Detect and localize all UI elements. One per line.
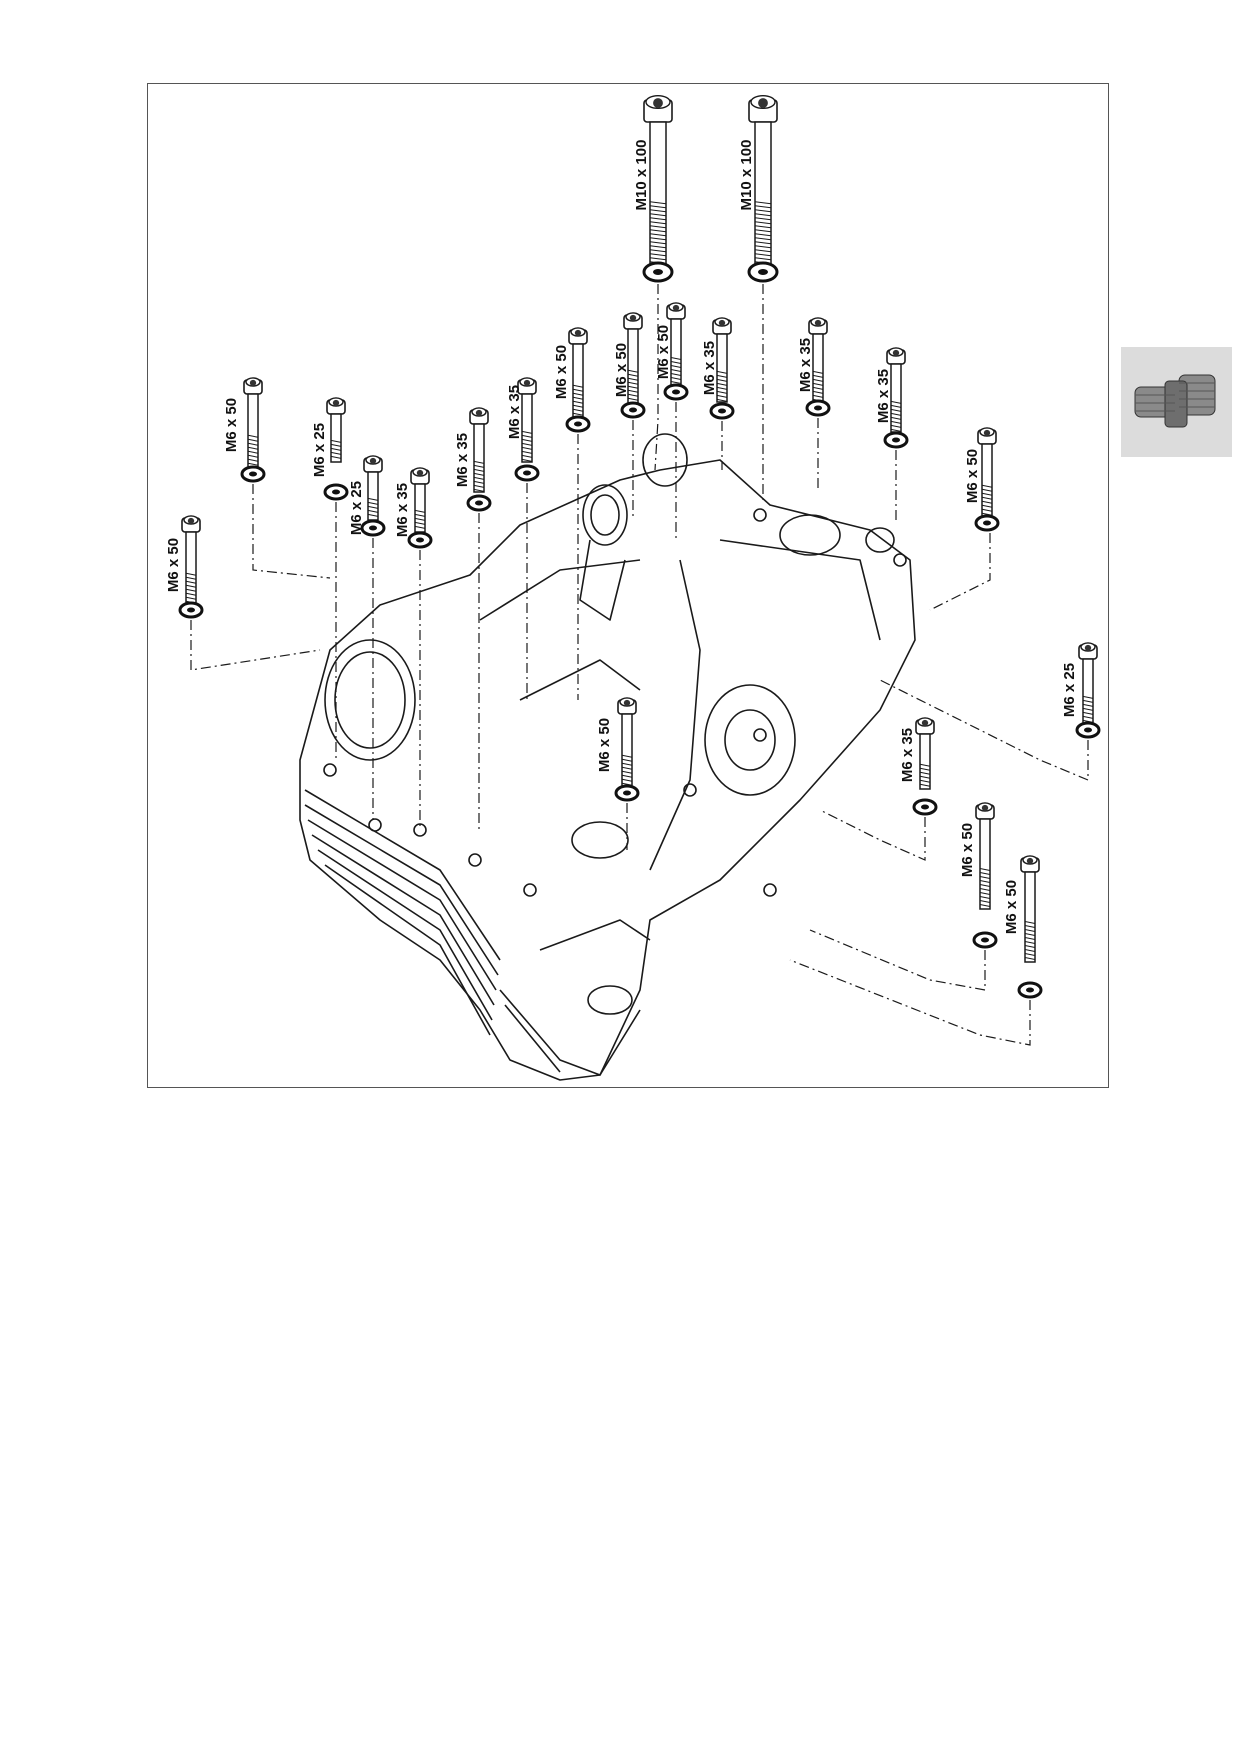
bolt-size-label: M6 x 25 [348,481,365,535]
bolt-size-label: M6 x 35 [701,341,718,395]
bolt-b2: M10 x 100 [738,94,779,500]
bolt-size-label: M6 x 50 [613,343,630,397]
bolt-shaft [330,413,342,463]
bolt-b4: M6 x 50 [655,302,689,540]
bolt-b20: M6 x 50 [809,802,998,991]
bolt-size-label: M6 x 25 [311,423,328,477]
bolt-shaft [473,423,485,493]
leader-line [252,484,331,579]
bolt-size-label: M6 x 35 [506,385,523,439]
bolt-size-label: M6 x 35 [899,728,916,782]
bolt-b19: M6 x 35 [819,717,938,861]
bolt-shaft [716,333,728,403]
bolt-b1: M10 x 100 [633,94,674,471]
bolt-shaft [919,733,931,790]
leader-line [789,959,1031,1046]
leader-line [190,620,321,671]
bolt-b11: M6 x 50 [929,427,1000,611]
bolt-b15: M6 x 50 [223,377,331,579]
bolt-size-label: M6 x 50 [223,398,240,452]
bolt-shaft [521,393,533,463]
bolt-b14: M6 x 35 [394,467,433,830]
bolt-b17: M6 x 50 [596,697,640,850]
bolt-shaft [247,393,259,470]
bolt-size-label: M6 x 50 [655,325,672,379]
bolt-size-label: M6 x 25 [1061,663,1078,717]
bolt-size-label: M6 x 50 [964,449,981,503]
bolt-b18: M6 x 25 [879,642,1101,781]
leader-line [879,679,1089,781]
engine-block-drawing [299,433,916,1081]
leader-line [809,929,986,991]
figure-frame [147,83,1109,1088]
bolt-b12: M6 x 25 [311,397,349,760]
bolt-shaft [979,818,991,910]
bolt-size-label: M6 x 35 [454,433,471,487]
section-tab[interactable] [1121,347,1232,457]
bolt-size-label: M10 x 100 [633,140,650,211]
bolt-shaft [185,531,197,608]
bolt-size-label: M6 x 50 [165,538,182,592]
bolt-size-label: M6 x 50 [596,718,613,772]
bolt-size-label: M6 x 35 [875,369,892,423]
bolt-b8: M6 x 35 [454,407,492,830]
bolt-shaft [572,343,584,420]
bolt-b10: M6 x 35 [875,347,909,520]
bolt-shaft [414,483,426,533]
bolt-shaft [367,471,379,521]
bolt-size-label: M6 x 50 [553,345,570,399]
bolt-b16: M6 x 50 [165,515,321,671]
bolt-shaft [981,443,993,520]
engine-thumbnail-icon [1134,374,1216,428]
bolt-b3: M6 x 50 [613,312,646,520]
bolt-size-label: M6 x 50 [1003,880,1020,934]
bolt-b7: M6 x 35 [506,377,540,700]
bolt-size-label: M10 x 100 [738,140,755,211]
bolt-shaft [649,121,667,268]
bolt-b21: M6 x 50 [789,855,1043,1046]
leader-line [929,533,991,611]
bolt-b9: M6 x 35 [797,317,831,490]
bolt-b13: M6 x 25 [348,455,386,820]
bolt-size-label: M6 x 35 [797,338,814,392]
bolt-size-label: M6 x 50 [959,823,976,877]
bolt-size-label: M6 x 35 [394,483,411,537]
bolt-shaft [754,121,772,268]
bolt-b6: M6 x 50 [553,327,591,700]
leader-line [819,809,926,861]
bolt-shaft [621,713,633,790]
leader-line [654,284,659,471]
bolt-shaft [1024,871,1036,963]
bolt-b5: M6 x 35 [701,317,735,470]
